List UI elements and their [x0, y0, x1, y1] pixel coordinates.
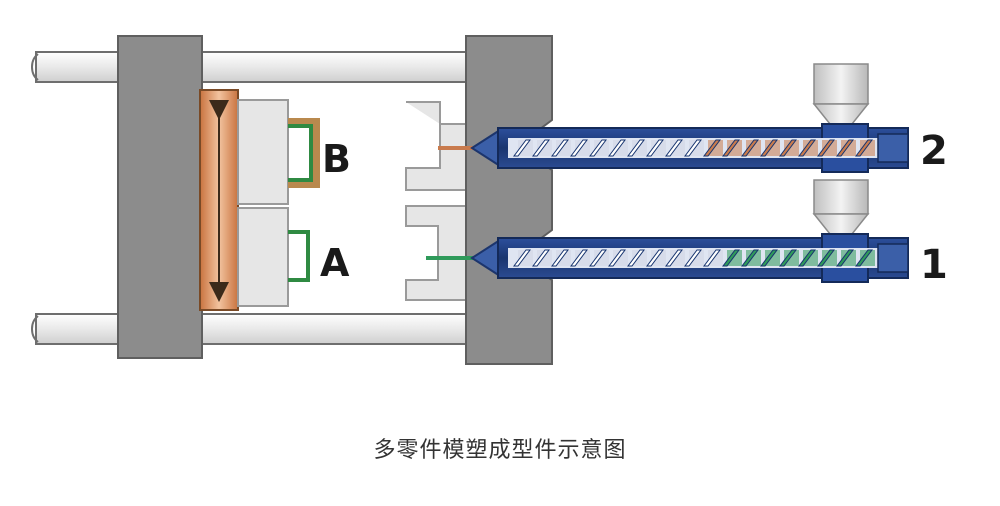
screw-flight	[551, 249, 569, 267]
screw-gap	[746, 250, 761, 266]
screw-gap	[689, 250, 704, 266]
screw-flight	[684, 139, 702, 157]
screw-flight	[665, 139, 683, 157]
screw-flight	[703, 249, 721, 267]
screw-gap	[746, 140, 761, 156]
screw-gap	[632, 140, 647, 156]
screw-gap	[556, 140, 571, 156]
screw-flight	[627, 249, 645, 267]
screw-gap	[860, 140, 875, 156]
screw-flight	[665, 249, 683, 267]
screw-flight	[627, 139, 645, 157]
moving-platen	[117, 35, 203, 359]
screw-flight	[741, 139, 759, 157]
screw-gap	[765, 140, 780, 156]
label-unit-1: 1	[920, 242, 948, 288]
screw-gap	[860, 250, 875, 266]
screw-flight	[703, 139, 721, 157]
label-mold-a: A	[320, 241, 350, 285]
screw-gap	[575, 250, 590, 266]
screw-flight	[741, 249, 759, 267]
screw-gap	[556, 250, 571, 266]
screw-gap	[575, 140, 590, 156]
screw-flight	[779, 249, 797, 267]
hopper-1	[812, 179, 870, 235]
screw-gap	[708, 140, 723, 156]
screw-flight	[513, 249, 531, 267]
screw-gap	[727, 140, 742, 156]
screw-flight	[798, 139, 816, 157]
screw-gap	[594, 140, 609, 156]
screw-flight	[855, 139, 873, 157]
screw-flight	[684, 249, 702, 267]
screw-flight	[570, 249, 588, 267]
screw-flight	[589, 139, 607, 157]
screw-gap	[518, 250, 533, 266]
screw-gap	[670, 250, 685, 266]
screw-flight	[513, 139, 531, 157]
screw-flight	[532, 139, 550, 157]
tie-rod-top	[31, 51, 503, 83]
screw-flight	[532, 249, 550, 267]
screw-flight	[798, 249, 816, 267]
screw-gap	[613, 140, 628, 156]
label-mold-b: B	[322, 137, 351, 181]
label-unit-2: 2	[920, 128, 948, 174]
screw-gap	[822, 250, 837, 266]
screw-gap	[765, 250, 780, 266]
screw-gap	[841, 250, 856, 266]
screw-gap	[708, 250, 723, 266]
screw-flight	[779, 139, 797, 157]
mold-core-b	[237, 99, 320, 205]
screw-gap	[651, 140, 666, 156]
rotary-plate	[199, 89, 239, 311]
screw-gap	[784, 250, 799, 266]
screw-flight	[570, 139, 588, 157]
screw-flight	[646, 139, 664, 157]
screw-flight	[760, 249, 778, 267]
screw-gap	[537, 250, 552, 266]
screw-flight	[836, 249, 854, 267]
screw-flight	[722, 249, 740, 267]
mold-cavity-lower	[405, 205, 471, 301]
screw-flight	[646, 249, 664, 267]
screw-gap	[784, 140, 799, 156]
screw-flights-2	[513, 139, 875, 157]
screw-flight	[722, 139, 740, 157]
screw-flight	[760, 139, 778, 157]
screw-flight	[589, 249, 607, 267]
screw-gap	[518, 140, 533, 156]
screw-gap	[803, 250, 818, 266]
screw-gap	[689, 140, 704, 156]
screw-gap	[594, 250, 609, 266]
screw-gap	[841, 140, 856, 156]
screw-flight	[817, 139, 835, 157]
screw-gap	[537, 140, 552, 156]
tie-rod-bottom	[31, 313, 503, 345]
screw-gap	[670, 140, 685, 156]
diagram-caption: 多零件模塑成型件示意图	[373, 438, 627, 463]
screw-flight	[608, 249, 626, 267]
fixed-platen	[465, 35, 553, 365]
screw-gap	[632, 250, 647, 266]
hopper-2	[812, 63, 870, 125]
injection-unit-1	[470, 179, 909, 283]
screw-gap	[803, 140, 818, 156]
screw-gap	[613, 250, 628, 266]
screw-flight	[855, 249, 873, 267]
screw-flight	[608, 139, 626, 157]
screw-flight	[817, 249, 835, 267]
screw-gap	[651, 250, 666, 266]
screw-gap	[822, 140, 837, 156]
screw-gap	[727, 250, 742, 266]
mold-core-a	[237, 207, 310, 307]
injection-unit-2	[470, 63, 909, 173]
screw-flights-1	[513, 249, 875, 267]
screw-flight	[551, 139, 569, 157]
screw-flight	[836, 139, 854, 157]
